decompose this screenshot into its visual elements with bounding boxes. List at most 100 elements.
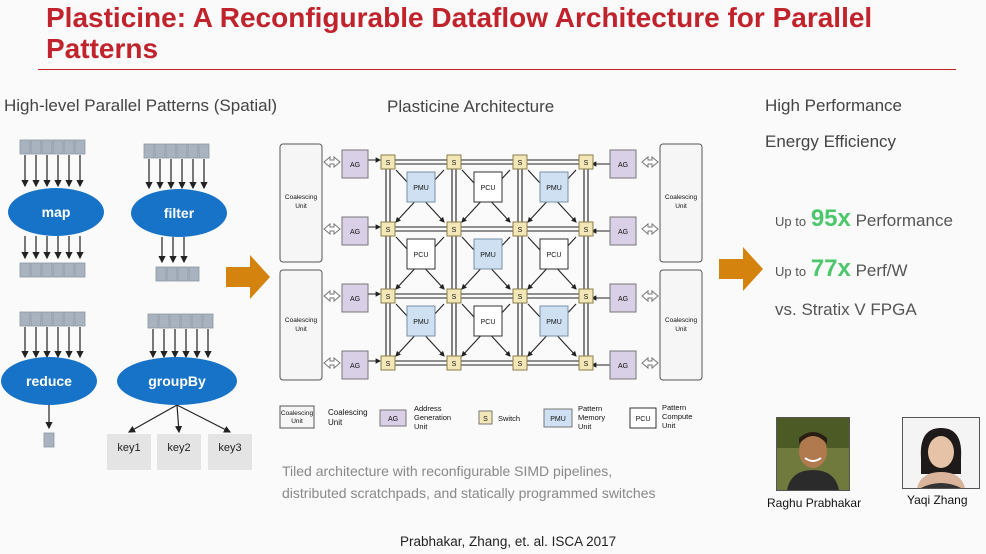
svg-text:S: S [386,361,391,368]
groupby-input-arrows [149,329,212,359]
legend-switch-label: Switch [498,414,520,423]
performance-stat: Up to 95x Performance [775,205,953,233]
map-label: map [42,204,71,220]
svg-text:PCU: PCU [481,319,496,326]
groupby-label: groupBy [148,373,206,389]
groupby-node [117,357,237,405]
perf-upto: Up to [775,214,807,229]
coalescing-unit-left-top: Coalescing Unit [279,143,323,263]
filter-output-arrows [158,237,188,264]
svg-text:Unit: Unit [578,422,592,431]
svg-text:AG: AG [618,363,628,370]
key3-label: key3 [218,442,241,454]
svg-text:Compute: Compute [662,412,692,421]
svg-text:AG: AG [618,162,628,169]
key2-group [157,434,201,470]
switch: S [380,355,396,371]
svg-text:Unit: Unit [295,326,307,333]
svg-text:PMU: PMU [550,416,566,423]
svg-text:PMU: PMU [546,319,562,326]
legend: Coalescing Unit Coalescing Unit AG Addre… [279,403,692,431]
svg-text:AG: AG [388,416,398,423]
person1-name: Raghu Prabhakar [767,496,862,510]
svg-text:S: S [452,160,457,167]
svg-text:Generation: Generation [414,413,451,422]
svg-text:S: S [452,361,457,368]
filter-input-array [143,143,210,159]
svg-text:PCU: PCU [481,185,496,192]
reduce-input-array [19,311,86,327]
pmu-unit: PMU [406,171,436,203]
legend-pmu-swatch [543,408,573,428]
switch: S [446,154,462,170]
svg-text:PMU: PMU [546,185,562,192]
svg-text:AG: AG [350,162,360,169]
switch: S [512,154,528,170]
pcu-unit: PCU [473,305,503,337]
eff-value: 77x [810,255,851,282]
pmu-unit: PMU [539,305,569,337]
svg-text:PMU: PMU [413,185,429,192]
svg-text:AG: AG [618,296,628,303]
switch: S [578,355,594,371]
svg-text:S: S [518,227,523,234]
ag-unit: AG [341,283,369,313]
svg-text:AG: AG [350,296,360,303]
citation: Prabhakar, Zhang, et. al. ISCA 2017 [400,534,617,549]
reduce-output-array [43,432,55,448]
svg-text:Unit: Unit [414,422,428,431]
svg-text:PCU: PCU [636,416,651,423]
interconnect-wires [356,157,610,368]
svg-text:S: S [452,294,457,301]
switch: S [446,221,462,237]
legend-pcu-swatch [629,407,657,429]
perf-value: 95x [810,205,851,232]
reduce-input-arrows [21,327,84,359]
address-generation-units: AG AG AG AG AG AG AG AG [341,149,637,380]
left-heading: High-level Parallel Patterns (Spatial) [4,96,278,115]
svg-text:Memory: Memory [578,413,605,422]
svg-text:PCU: PCU [547,252,562,259]
svg-text:S: S [452,227,457,234]
right-heading-performance: High Performance [765,96,903,115]
svg-text:S: S [386,227,391,234]
efficiency-stat: Up to 77x Perf/W [775,255,908,283]
groupby-input-array [147,313,214,329]
switch: S [380,221,396,237]
svg-text:Coalescing: Coalescing [665,317,698,324]
svg-text:AG: AG [350,363,360,370]
eff-upto: Up to [775,264,807,279]
svg-text:AG: AG [350,229,360,236]
ag-unit: AG [341,216,369,246]
legend-switch-swatch [478,410,493,425]
svg-text:S: S [518,361,523,368]
key3-group [208,434,252,470]
pmu-unit: PMU [473,238,503,270]
key1-group [107,434,151,470]
coalescing-unit-left-bottom: Coalescing Unit [279,269,323,381]
title-divider [38,69,956,70]
svg-text:Unit: Unit [328,418,343,427]
svg-text:Coalescing: Coalescing [665,194,698,201]
switch: S [512,355,528,371]
svg-text:S: S [584,361,589,368]
photo-raghu-prabhakar [776,417,850,491]
fpga-comparison: vs. Stratix V FPGA [775,300,917,319]
switch: S [380,288,396,304]
filter-input-arrows [145,159,208,190]
perf-label: Performance [855,211,953,230]
photo-yaqi-zhang [902,417,980,489]
svg-text:Unit: Unit [675,203,687,210]
legend-coalescing-label: Coalescing [328,408,368,417]
svg-text:Coalescing: Coalescing [285,317,318,324]
switch: S [512,221,528,237]
svg-text:AG: AG [618,229,628,236]
map-output-arrows [21,236,84,260]
reduce-label: reduce [26,373,72,389]
legend-ag-swatch [379,409,407,427]
coalescing-unit-right-top: Coalescing Unit [659,143,703,263]
switch: S [512,288,528,304]
svg-text:Coalescing: Coalescing [281,410,314,417]
legend-coalescing-swatch [279,405,315,429]
